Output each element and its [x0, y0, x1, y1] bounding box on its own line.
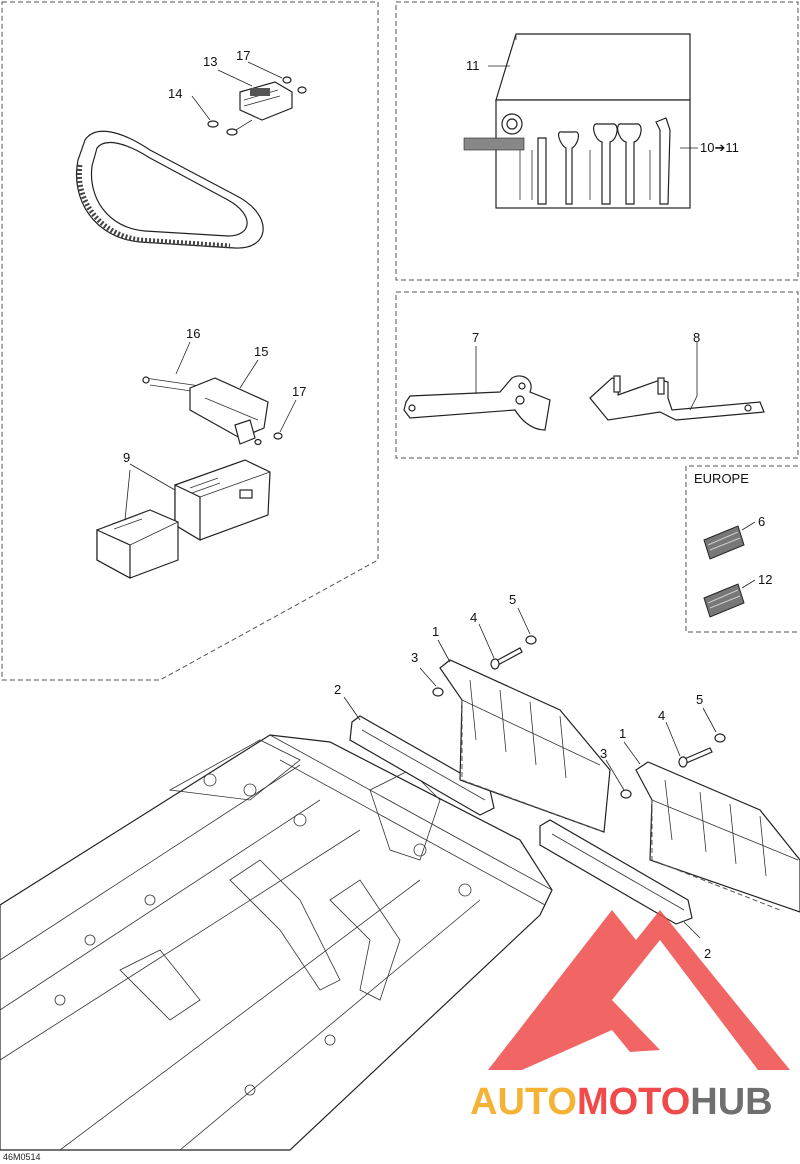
brackets-panel: [395, 291, 799, 459]
callout-6: 6: [758, 514, 765, 529]
callout-12: 12: [758, 572, 772, 587]
callout-1-left: 1: [432, 624, 439, 639]
watermark-logo: [488, 910, 790, 1070]
callout-15: 15: [254, 344, 268, 359]
callout-14: 14: [168, 86, 182, 101]
washer-3-left: [432, 687, 444, 697]
flap-shield-2-right: [539, 819, 693, 925]
callout-labels: 13 17 14 16 15 17 9 11 10➔11 7 8 EUROPE …: [3, 48, 772, 1162]
watermark-triangle-icon: [488, 910, 790, 1070]
callout-17-lower: 17: [292, 384, 306, 399]
callout-2-left: 2: [334, 682, 341, 697]
callout-1-right: 1: [619, 726, 626, 741]
chassis-frame: [0, 734, 553, 1151]
storage-bag-small: [96, 509, 179, 580]
bolt-4-right: [678, 747, 713, 768]
callout-8: 8: [693, 330, 700, 345]
nut-17-lower: [254, 432, 283, 446]
watermark-hub: HUB: [690, 1081, 772, 1123]
watermark-moto: MOTO: [577, 1081, 690, 1123]
nut-17-top: [282, 76, 307, 94]
belt-clip-bracket: [239, 81, 293, 121]
region-label: EUROPE: [694, 471, 749, 486]
callout-13: 13: [203, 54, 217, 69]
watermark-auto: AUTO: [470, 1081, 577, 1123]
decal-6: [703, 525, 745, 560]
callout-4-left: 4: [470, 610, 477, 625]
tether-clip-15: [189, 377, 269, 445]
bolt-4-left: [490, 647, 523, 670]
left-kit-panel: [1, 1, 379, 681]
bracket-8: [589, 375, 765, 421]
bolt-14: [207, 119, 253, 136]
tool-kit-panel: [395, 1, 799, 281]
callout-17-top: 17: [236, 48, 250, 63]
callout-16: 16: [186, 326, 200, 341]
watermark-text: AUTOMOTOHUB: [470, 1081, 773, 1123]
callout-5-left: 5: [509, 592, 516, 607]
flap-shield-2-left: [349, 715, 495, 816]
snow-flap-1-left: [439, 659, 611, 833]
storage-bag-large: [174, 459, 271, 542]
callout-7: 7: [472, 330, 479, 345]
snow-flap-1-right: [635, 761, 800, 913]
washer-3-right: [620, 789, 632, 799]
callout-3-left: 3: [411, 650, 418, 665]
callout-2-right: 2: [704, 946, 711, 961]
drawing-code: 46M0514: [3, 1152, 41, 1162]
decal-12: [703, 583, 745, 618]
tool-kit-pouch: [463, 33, 691, 209]
callout-11: 11: [466, 58, 480, 73]
bracket-7: [403, 375, 551, 431]
leader-lines: [124, 61, 756, 939]
nut-5-right: [714, 733, 726, 743]
callout-9: 9: [123, 450, 130, 465]
callout-5-right: 5: [696, 692, 703, 707]
europe-panel: [685, 465, 798, 633]
drive-belt: [76, 130, 264, 249]
nut-5-left: [525, 635, 537, 645]
callout-4-right: 4: [658, 708, 665, 723]
callout-3-right: 3: [600, 746, 607, 761]
callout-10-11: 10➔11: [700, 140, 739, 155]
